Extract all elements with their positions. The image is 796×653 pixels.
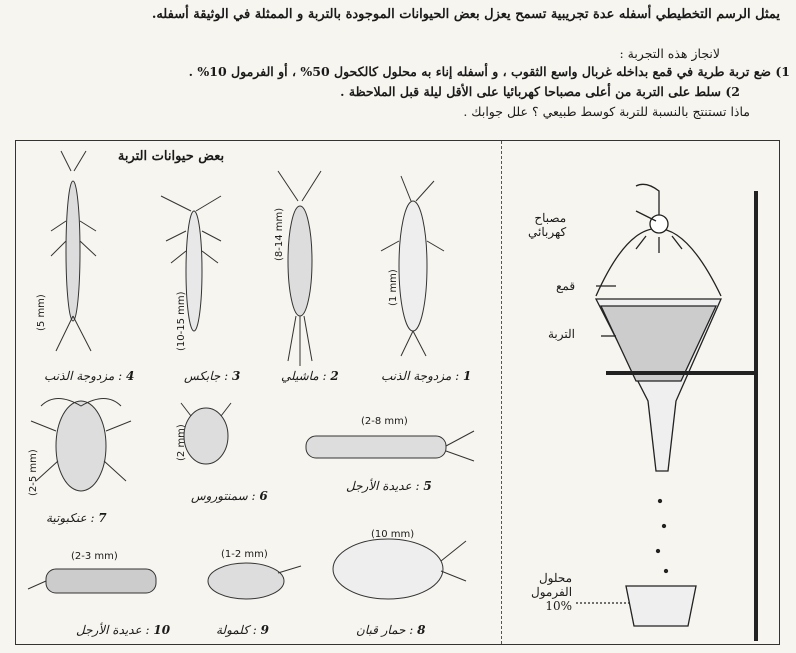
lamp-bulb: [650, 215, 668, 233]
intro-text: يمثل الرسم التخطيطي أسفله عدة تجريبية تس…: [20, 7, 780, 22]
berlese-apparatus: [16, 141, 781, 646]
steps-title: لانجاز هذه التجربة :: [20, 46, 720, 61]
lamp-cord: [636, 184, 659, 215]
soil-fill: [601, 306, 716, 381]
step-2: 2) سلط على التربة من أعلى مصباحا كهربائي…: [20, 84, 740, 99]
question: ماذا تستنتج بالنسبة للتربة كوسط طبيعي ؟ …: [20, 104, 750, 119]
figure-frame: بعض حيوانات التربة: [15, 140, 780, 645]
funnel-label: قمع: [556, 279, 575, 293]
lamp-label: مصباحكهربائي: [528, 211, 566, 239]
soil-label: التربة: [548, 327, 575, 341]
collection-cup: [626, 586, 696, 626]
step-1: 1) ضع تربة طرية في قمع بداخله غربال واسع…: [20, 64, 790, 79]
solution-label: محلولالفرمول10%: [531, 571, 572, 613]
